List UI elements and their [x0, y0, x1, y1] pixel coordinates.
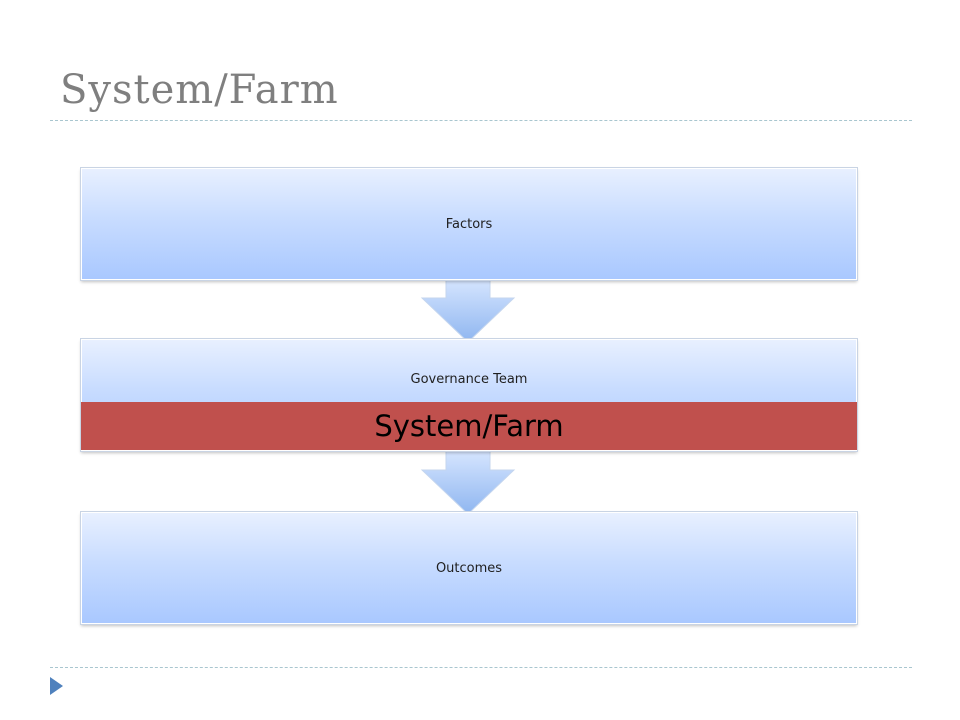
title-divider [50, 120, 912, 121]
outcomes-box: Outcomes [80, 511, 858, 625]
footer-divider [50, 667, 912, 668]
outcomes-label: Outcomes [435, 560, 503, 576]
system-farm-band: System/Farm [81, 402, 857, 450]
factors-label: Factors [445, 216, 493, 232]
page-title: System/Farm [60, 67, 339, 113]
governance-team-label: Governance Team [410, 372, 528, 387]
down-arrow-icon [420, 278, 516, 343]
triangle-bullet-icon [50, 677, 63, 695]
system-farm-label: System/Farm [374, 409, 564, 443]
down-arrow-icon [420, 450, 516, 515]
factors-box: Factors [80, 167, 858, 281]
